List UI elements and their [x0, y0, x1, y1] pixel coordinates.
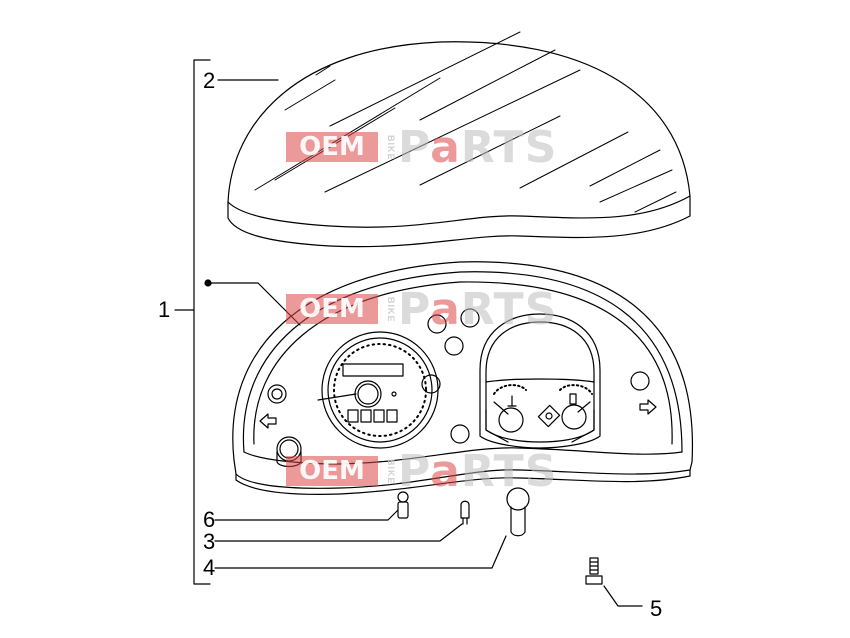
part-1-leader	[204, 279, 301, 326]
fuel-temp-gauge-panel	[479, 313, 601, 449]
part-1-instrument-cluster	[232, 261, 694, 495]
fuel-gauge-icon	[569, 393, 577, 405]
right-turn-arrow-icon	[639, 399, 657, 415]
part-5-screw	[585, 557, 643, 607]
callout-5: 5	[650, 596, 663, 621]
temperature-gauge-icon	[507, 395, 517, 407]
part-3-bulb	[214, 500, 470, 542]
part-6-bulb	[214, 491, 409, 521]
callout-4: 4	[203, 555, 216, 580]
part-2-lens-cover	[227, 31, 691, 248]
callout-3: 3	[203, 529, 216, 554]
part-4-bulb	[214, 487, 530, 569]
assembly-bracket	[174, 59, 211, 585]
left-turn-arrow-icon	[259, 413, 277, 429]
speedometer	[317, 331, 439, 449]
brand-logo-icon	[537, 404, 561, 428]
callout-6: 6	[203, 507, 216, 532]
callout-1: 1	[158, 297, 171, 322]
warning-lights	[267, 308, 650, 444]
callout-2: 2	[203, 68, 216, 93]
